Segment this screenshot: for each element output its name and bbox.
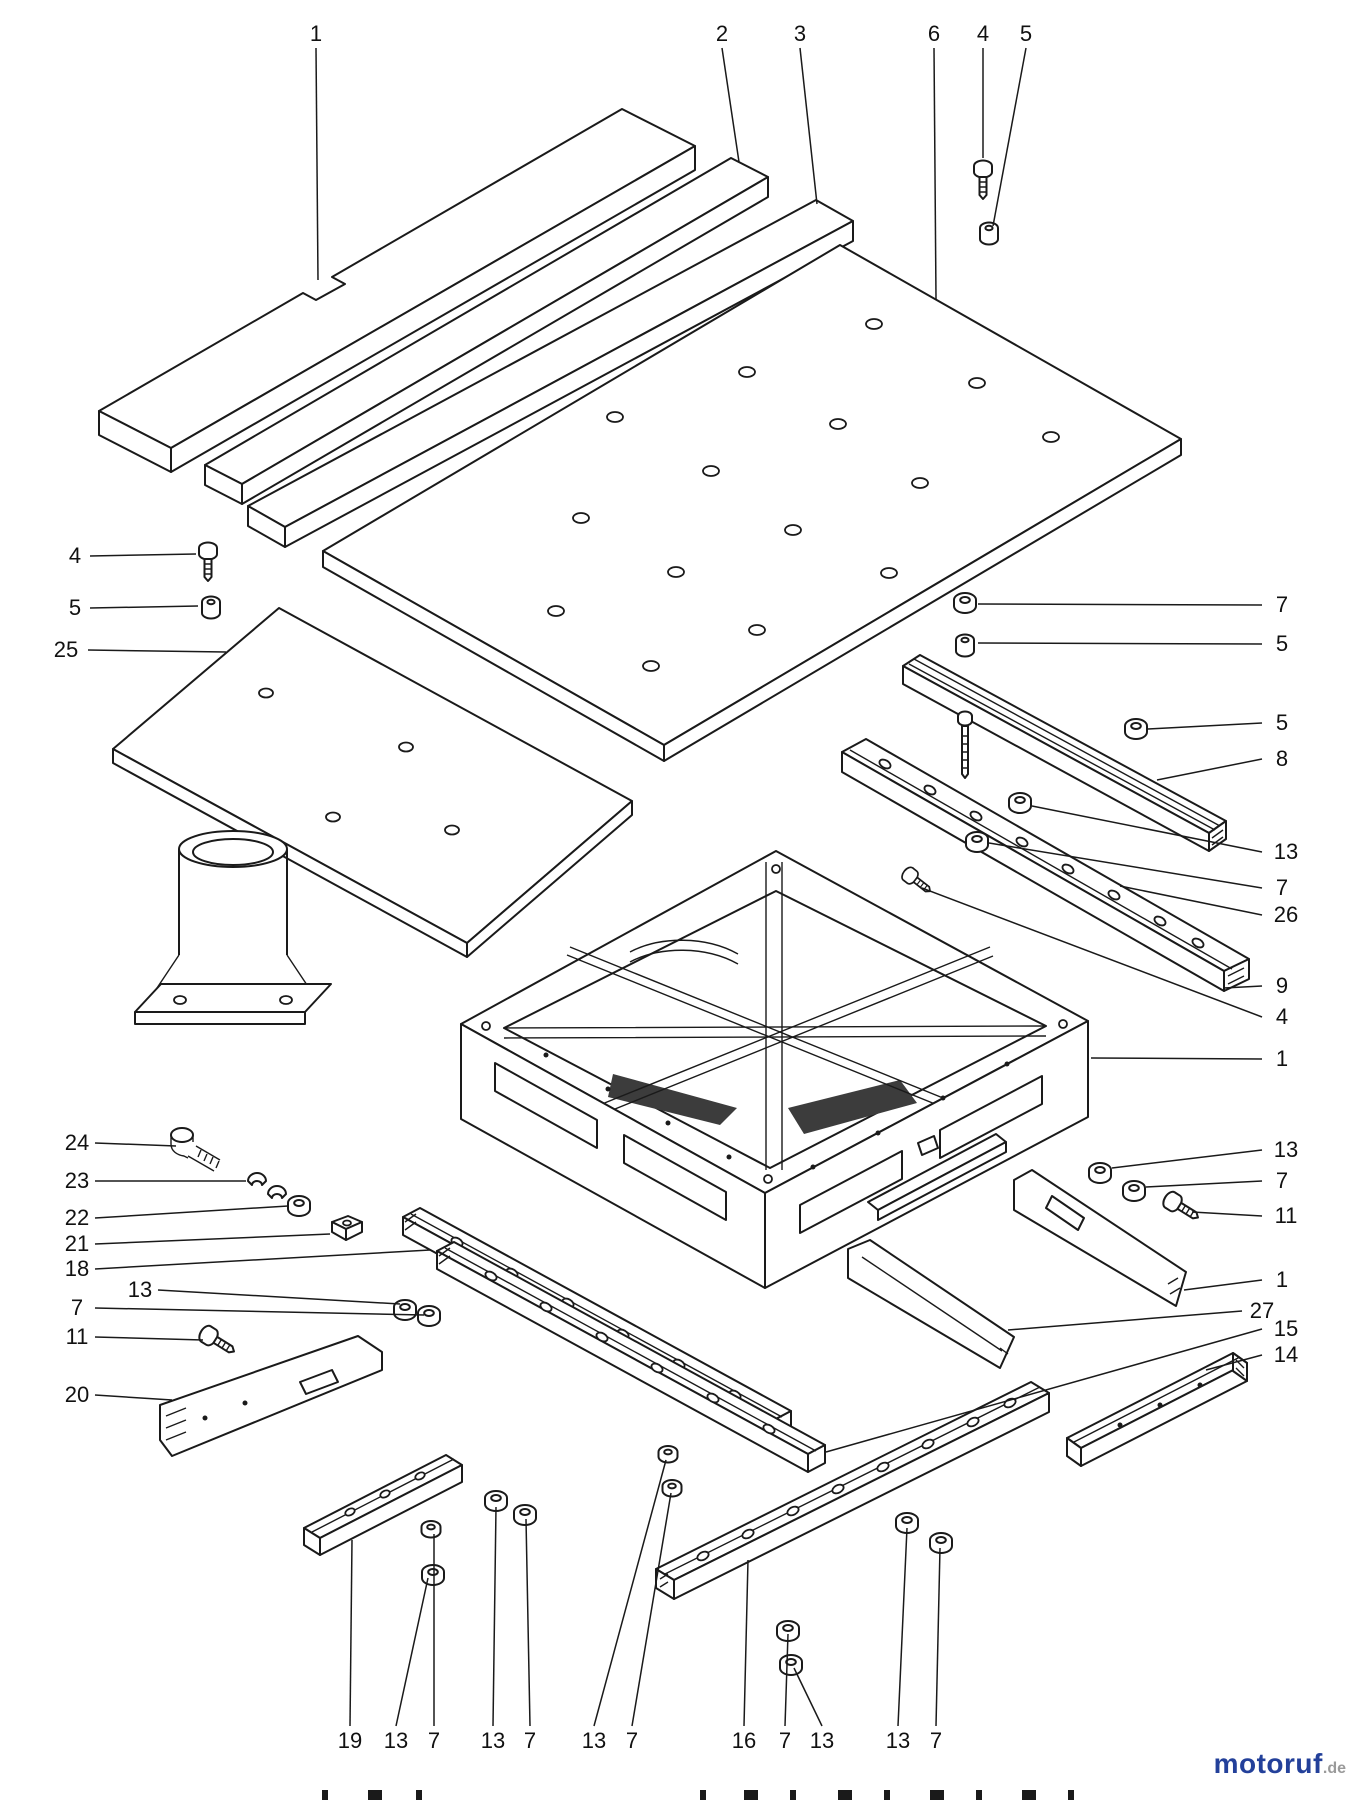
callout-label: 2 xyxy=(715,21,729,46)
callout-label: 5 xyxy=(68,595,82,620)
callout-label: 9 xyxy=(1275,973,1289,998)
footer-crop-marks xyxy=(322,1790,1074,1800)
callout-label: 7 xyxy=(1275,1168,1289,1193)
callout-label: 24 xyxy=(64,1130,90,1155)
drilled-rail-15 xyxy=(436,1241,826,1473)
callout-label: 13 xyxy=(885,1728,911,1753)
callout-label: 8 xyxy=(1275,746,1289,771)
callout-label: 4 xyxy=(68,543,82,568)
watermark-tld: .de xyxy=(1322,1760,1346,1777)
callout-label: 1 xyxy=(1275,1046,1289,1071)
callout-label: 13 xyxy=(581,1728,607,1753)
callout-label: 13 xyxy=(383,1728,409,1753)
cable-clamp-23 xyxy=(247,1172,287,1199)
trim-strip-2 xyxy=(247,199,854,548)
callout-label: 20 xyxy=(64,1382,90,1407)
callout-label: 1 xyxy=(309,21,323,46)
callout-label: 5 xyxy=(1275,710,1289,735)
leader-lines xyxy=(87,47,1263,1727)
callout-label: 13 xyxy=(127,1277,153,1302)
rail-14 xyxy=(1066,1352,1248,1467)
callout-label: 21 xyxy=(64,1231,90,1256)
callout-label: 22 xyxy=(64,1205,90,1230)
carriage-bolt xyxy=(957,710,973,779)
clamp-rail-8 xyxy=(902,654,1227,852)
callout-label: 13 xyxy=(809,1728,835,1753)
callout-label: 23 xyxy=(64,1168,90,1193)
callout-label: 4 xyxy=(976,21,990,46)
watermark: motoruf.de xyxy=(1214,1748,1346,1780)
drilled-rail-16 xyxy=(655,1381,1050,1600)
callout-label: 11 xyxy=(1274,1203,1298,1228)
callout-label: 7 xyxy=(523,1728,537,1753)
callout-label: 7 xyxy=(929,1728,943,1753)
trim-strip-1 xyxy=(204,157,769,505)
elbow-fitting-24 xyxy=(170,1127,221,1172)
column-mount xyxy=(134,830,332,1025)
callout-label: 7 xyxy=(778,1728,792,1753)
callout-label: 5 xyxy=(1275,631,1289,656)
callout-label: 18 xyxy=(64,1256,90,1281)
callout-label: 7 xyxy=(625,1728,639,1753)
callout-label: 7 xyxy=(1275,875,1289,900)
gusset-bracket-right xyxy=(1013,1169,1187,1307)
spacer-strip xyxy=(867,1133,1007,1221)
spacer-block-21 xyxy=(331,1215,363,1241)
callout-label: 25 xyxy=(53,637,79,662)
shelf-board xyxy=(98,108,696,473)
callout-label: 7 xyxy=(1275,592,1289,617)
callout-label: 26 xyxy=(1273,902,1299,927)
main-frame xyxy=(460,850,1089,1289)
hardware-fasteners xyxy=(195,159,1204,1676)
callout-label: 19 xyxy=(337,1728,363,1753)
gusset-bracket-left xyxy=(159,1335,383,1457)
watermark-brand: motoruf xyxy=(1213,1748,1323,1779)
callout-label: 3 xyxy=(793,21,807,46)
callout-label: 6 xyxy=(927,21,941,46)
rail-19 xyxy=(303,1454,463,1556)
wedge-brace-27 xyxy=(847,1239,1015,1369)
table-top-panel xyxy=(322,244,1182,762)
callout-label: 13 xyxy=(480,1728,506,1753)
callout-label: 16 xyxy=(731,1728,757,1753)
callout-label: 13 xyxy=(1273,1137,1299,1162)
callout-label: 5 xyxy=(1019,21,1033,46)
callout-label: 7 xyxy=(70,1295,84,1320)
callout-label: 15 xyxy=(1273,1316,1299,1341)
side-panel xyxy=(112,607,633,958)
callout-label: 1 xyxy=(1275,1267,1289,1292)
callout-label: 11 xyxy=(65,1324,89,1349)
callout-label: 4 xyxy=(1275,1004,1289,1029)
callout-label: 14 xyxy=(1273,1342,1299,1367)
callout-label: 27 xyxy=(1249,1298,1275,1323)
callout-label: 13 xyxy=(1273,839,1299,864)
callout-label: 7 xyxy=(427,1728,441,1753)
